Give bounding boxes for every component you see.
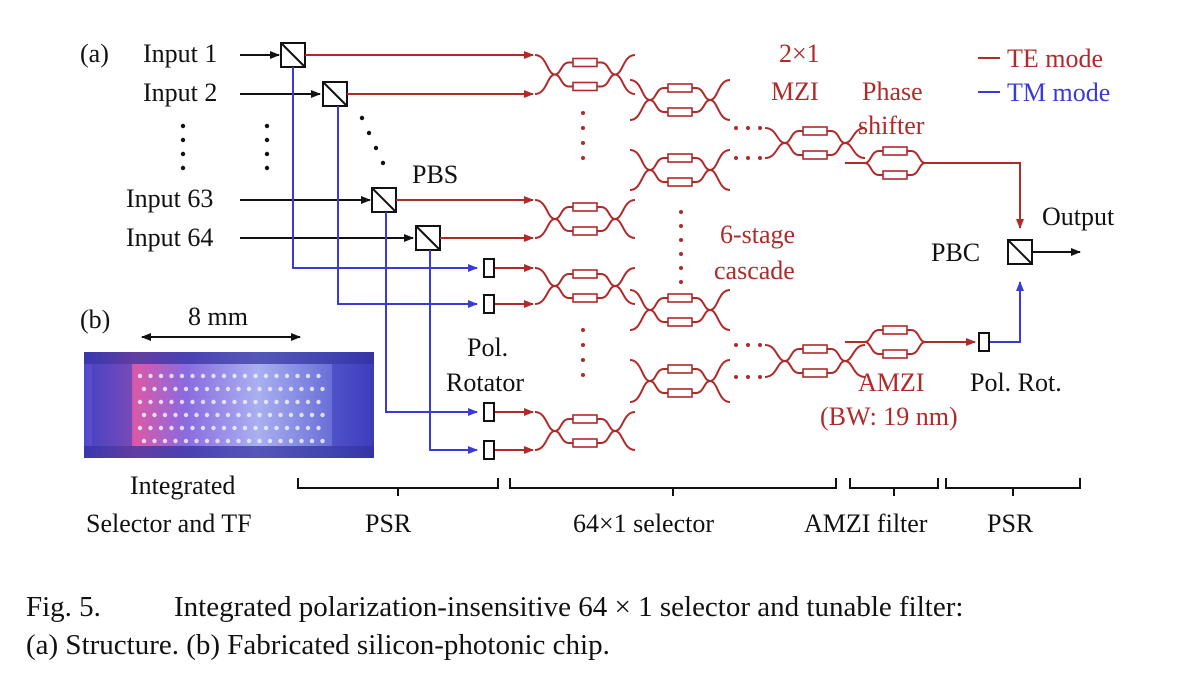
chip-label-line2: Selector and TF <box>86 509 252 538</box>
mzi-stage2-a <box>629 79 731 121</box>
output-label: Output <box>1042 202 1115 231</box>
section-brackets <box>297 478 1081 496</box>
pbc-box <box>1007 239 1033 265</box>
mzi-stage1-d <box>534 411 636 451</box>
input-64-label: Input 64 <box>126 223 213 252</box>
mzi-label-line1: 2×1 <box>779 39 820 68</box>
section-selector: 64×1 selector <box>573 509 714 538</box>
caption-line-1: Fig. 5. Integrated polarization-insensiti… <box>26 588 1186 626</box>
input-arrows <box>240 51 414 242</box>
panel-b-label: (b) <box>80 305 110 334</box>
panel-a-label: (a) <box>80 39 109 68</box>
phase-shifter-top <box>845 146 945 180</box>
amzi-bottom <box>844 325 945 359</box>
mzi-stage2-c <box>629 289 731 331</box>
pol-rotator-line1: Pol. <box>467 333 508 362</box>
caption-text-1: Integrated polarization-insensitive 64 ×… <box>174 591 964 623</box>
cascade-dots <box>581 111 762 379</box>
cascade-label-line1: 6-stage <box>720 220 795 249</box>
mzi-stage1-c <box>534 267 636 305</box>
pbs-boxes <box>280 42 441 251</box>
section-psr-right: PSR <box>987 509 1034 538</box>
te-waveguides <box>305 51 534 454</box>
cascade-label-line2: cascade <box>714 256 795 285</box>
mzi-network <box>534 54 945 451</box>
mzi-final-top <box>764 126 866 160</box>
mzi-stage2-b <box>629 149 731 191</box>
amzi-bw-label: (BW: 19 nm) <box>820 402 958 431</box>
pbs-label: PBS <box>412 160 458 189</box>
mzi-stage1-a <box>534 54 636 95</box>
figure-diagram: (a) Input 1 Input 2 Input 63 Input 64 PB… <box>80 39 1115 538</box>
pol-rotator-boxes <box>483 258 990 460</box>
caption-text-2: (a) Structure. (b) Fabricated silicon-ph… <box>26 629 610 661</box>
chip-photo <box>84 352 374 458</box>
chip-label-line1: Integrated <box>130 471 235 500</box>
figure-caption: Fig. 5. Integrated polarization-insensiti… <box>26 588 1186 664</box>
ellipsis-dots <box>180 115 386 171</box>
mzi-label-line2: MZI <box>771 77 819 106</box>
input-63-label: Input 63 <box>126 184 213 213</box>
scale-label: 8 mm <box>188 302 248 331</box>
tm-waveguides <box>292 67 1024 454</box>
pbc-label: PBC <box>931 238 980 267</box>
input-1-label: Input 1 <box>143 39 217 68</box>
mzi-stage2-d <box>629 359 731 403</box>
input-2-label: Input 2 <box>143 78 217 107</box>
section-psr-left: PSR <box>365 509 412 538</box>
mzi-stage1-b <box>534 199 636 239</box>
legend-tm-label: TM mode <box>1007 78 1110 107</box>
phase-shifter-line1: Phase <box>862 77 923 106</box>
section-amzi-filter: AMZI filter <box>804 509 928 538</box>
caption-number: Fig. 5. <box>26 591 101 623</box>
mzi-final-bottom <box>764 344 866 378</box>
phase-shifter-line2: shifter <box>858 111 925 140</box>
pol-rot-label: Pol. Rot. <box>970 368 1062 397</box>
legend-te-label: TE mode <box>1007 44 1103 73</box>
amzi-label: AMZI <box>858 368 924 397</box>
te-output-path <box>940 162 1024 346</box>
pol-rotator-line2: Rotator <box>446 368 524 397</box>
